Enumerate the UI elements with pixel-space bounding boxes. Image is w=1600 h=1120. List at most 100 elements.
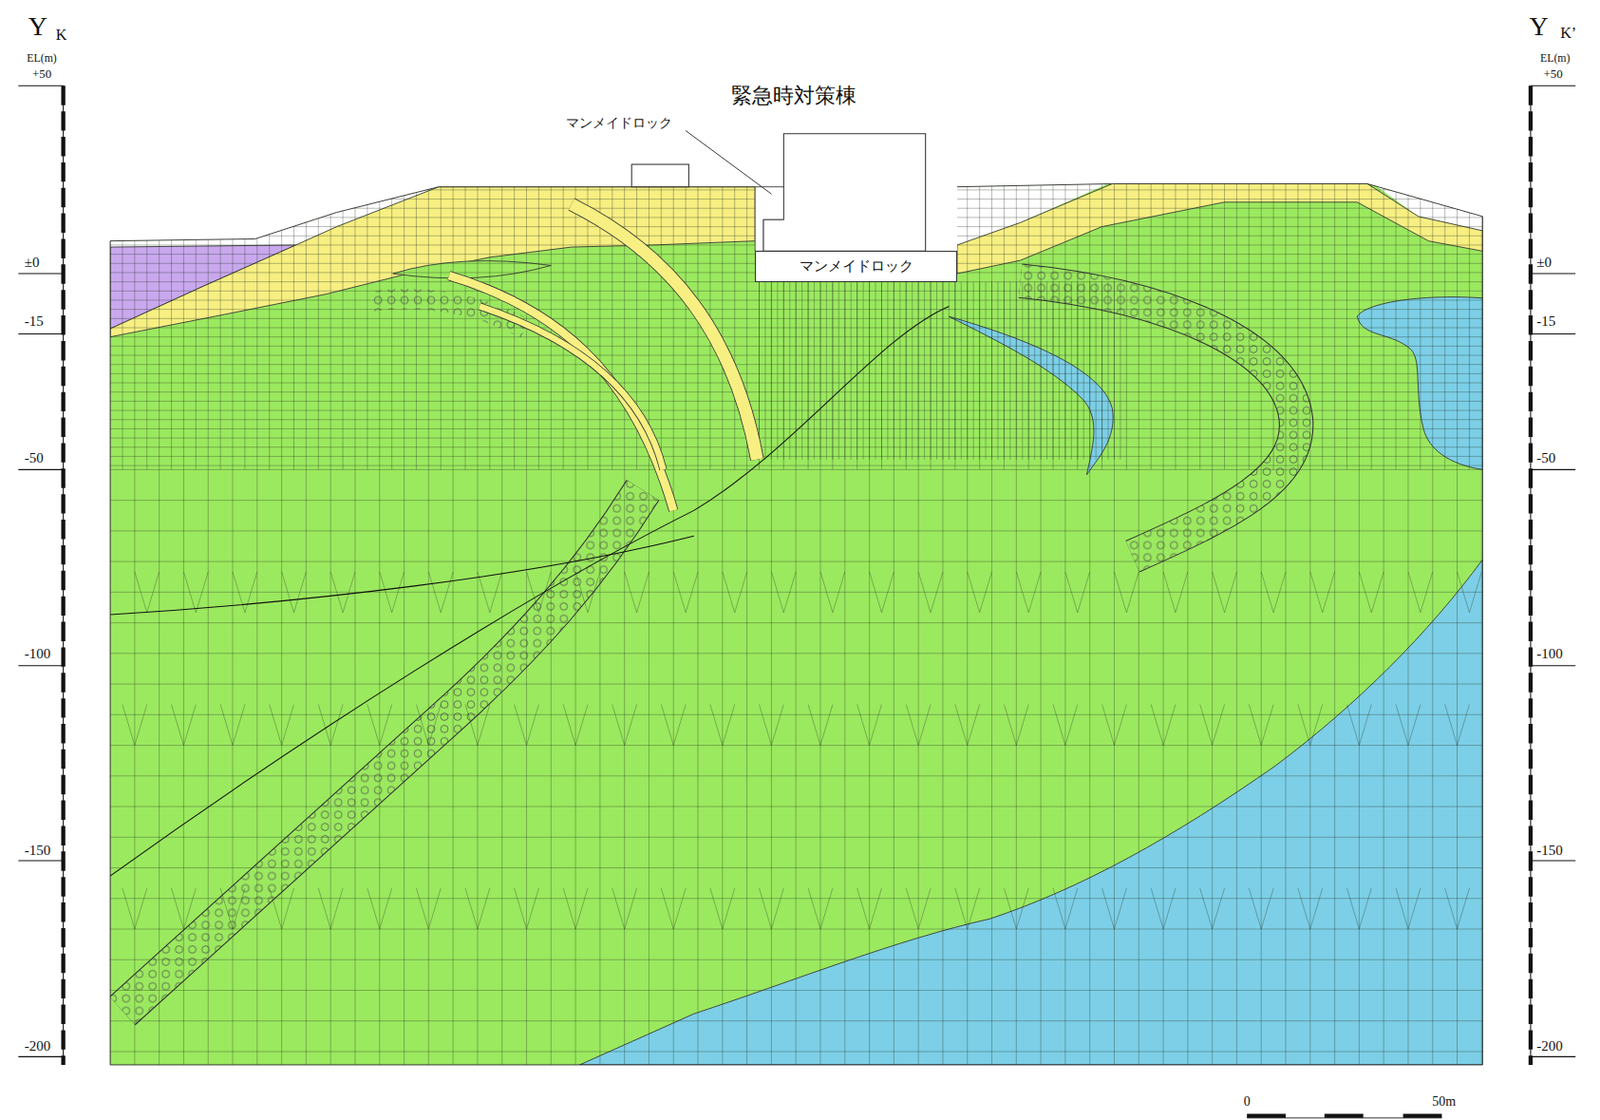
mesh-line <box>930 173 932 471</box>
mesh-line <box>930 282 932 460</box>
dotted-zone <box>122 489 643 1011</box>
mesh-line <box>624 571 650 613</box>
mesh-line <box>367 887 393 929</box>
mesh-line <box>379 571 405 613</box>
mesh-line <box>101 1019 1489 1021</box>
mesh-line <box>415 173 417 471</box>
mesh-line <box>133 173 135 471</box>
axis-line <box>62 85 64 1065</box>
mesh-line <box>801 282 803 460</box>
mesh-line <box>966 469 968 1065</box>
mesh-line <box>1076 282 1078 460</box>
mesh-line <box>660 704 686 746</box>
axis-bar <box>60 85 65 1065</box>
mesh-line <box>856 282 858 460</box>
mesh-line <box>1309 469 1311 1065</box>
mesh-line <box>1034 282 1036 460</box>
mesh-line <box>101 290 1489 292</box>
mesh-line <box>1371 173 1373 471</box>
mesh-line <box>1321 173 1323 471</box>
seam-edge <box>479 305 663 470</box>
mesh-line <box>101 345 1489 347</box>
mesh-line <box>244 173 245 471</box>
mesh-line <box>1138 173 1140 471</box>
mesh-line <box>1358 469 1360 1065</box>
mesh-line <box>808 704 833 746</box>
axis-line <box>1529 85 1531 1065</box>
building-outline <box>763 133 926 252</box>
elevation-label: -150 <box>24 842 52 859</box>
mesh-line <box>101 806 1489 808</box>
mesh-line <box>1419 173 1421 471</box>
mesh-line <box>599 469 601 1065</box>
dotted-zone-edge <box>1020 281 1298 557</box>
mesh-line <box>1113 173 1115 471</box>
tick <box>1530 85 1576 87</box>
scale-label: 0 <box>1243 1093 1251 1110</box>
mesh-line <box>101 382 1489 384</box>
mesh-line <box>476 173 478 471</box>
mesh-line <box>710 704 735 746</box>
mesh-line <box>428 173 430 471</box>
mesh-line <box>101 652 1489 654</box>
mesh-line <box>1408 571 1433 613</box>
yellow-seam <box>449 275 674 510</box>
mesh-line <box>101 989 1489 991</box>
axis-bar <box>1528 85 1533 1065</box>
mesh-line <box>1346 887 1372 929</box>
mesh-line <box>795 469 797 1065</box>
fault-line <box>110 305 949 876</box>
mesh-line <box>905 887 931 929</box>
elevation-label: -50 <box>1536 451 1556 468</box>
scale-segment <box>1403 1113 1443 1118</box>
elevation-label: +50 <box>1543 67 1563 82</box>
tick <box>18 664 63 666</box>
mesh-line <box>1053 887 1078 929</box>
mesh-line <box>465 173 467 471</box>
tick <box>18 333 63 335</box>
mesh-line <box>563 173 565 471</box>
mesh-line <box>863 282 865 460</box>
mesh-line <box>550 469 552 1065</box>
mesh-line <box>1297 173 1299 471</box>
mesh-line <box>1003 704 1029 746</box>
rock-mass <box>101 173 1489 1073</box>
mesh-line <box>1040 173 1042 471</box>
small-building <box>631 164 689 188</box>
mesh-line <box>101 714 1489 716</box>
mesh-line <box>133 469 135 1065</box>
mesh-line <box>1200 887 1225 929</box>
mesh-line <box>1089 173 1091 471</box>
mesh-line <box>440 173 442 471</box>
mesh-line <box>1150 887 1176 929</box>
mesh-line <box>101 774 1489 776</box>
mesh-line <box>1083 282 1085 460</box>
mesh-line <box>514 887 540 929</box>
mesh-line <box>293 173 295 471</box>
mesh-line <box>611 173 613 471</box>
elevation-label: -200 <box>1536 1037 1563 1055</box>
mesh-line <box>808 282 810 460</box>
mesh-line <box>844 469 846 1065</box>
mesh-line <box>170 173 172 471</box>
elevation-label: -100 <box>24 646 52 663</box>
mesh-line <box>960 282 962 460</box>
seam-edge <box>571 204 758 460</box>
mesh-line <box>966 173 968 471</box>
mesh-line <box>1298 704 1323 746</box>
tick <box>1530 859 1576 861</box>
mesh-line <box>575 173 577 471</box>
mesh-line <box>1285 469 1287 1065</box>
mesh-line <box>342 173 344 471</box>
mesh-line <box>954 282 956 460</box>
elevation-label: -15 <box>1536 313 1556 330</box>
mesh-line <box>1126 173 1128 471</box>
mesh-line <box>1053 173 1055 471</box>
mesh-line <box>776 282 778 460</box>
mesh-line <box>1223 173 1225 471</box>
section-subscript: K <box>56 25 68 44</box>
mesh-line <box>673 173 675 471</box>
tick <box>18 1055 63 1057</box>
mesh-line <box>403 173 405 471</box>
mesh-line <box>477 571 503 613</box>
